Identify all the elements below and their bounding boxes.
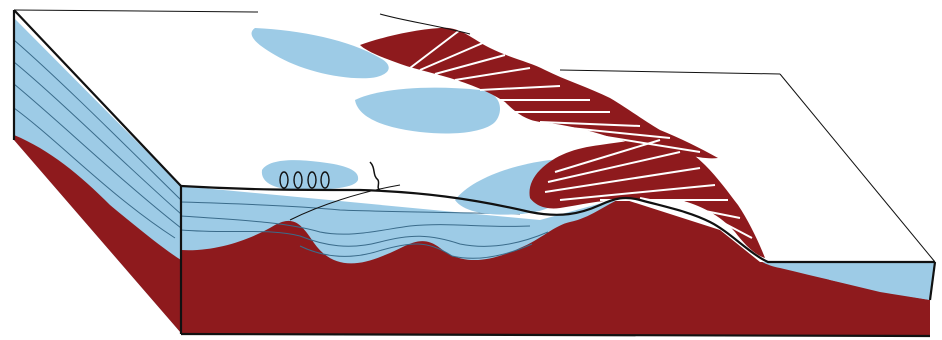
glacial-block-diagram: [0, 0, 942, 340]
